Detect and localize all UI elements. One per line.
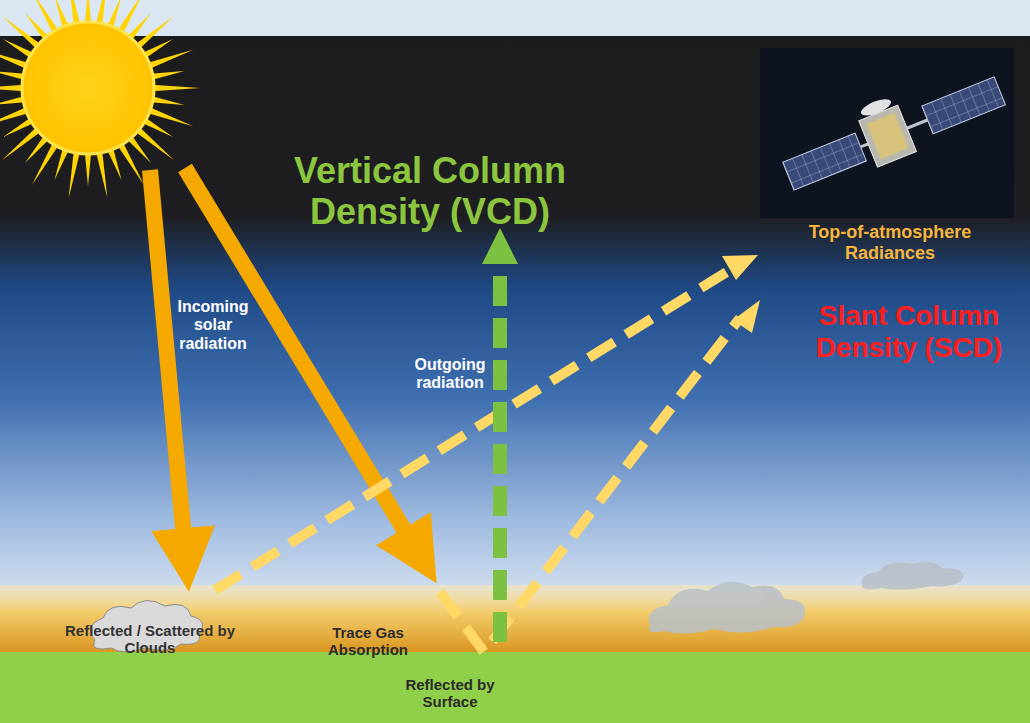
sun-ray (147, 50, 193, 69)
sun-ray (85, 0, 91, 24)
scd-label: Slant Column Density (SCD) (794, 300, 1024, 364)
sun (22, 22, 154, 154)
sun-rays (0, 0, 200, 198)
cloud-label: Reflected / Scattered by Clouds (62, 622, 238, 657)
sun-ray (150, 71, 184, 80)
absorption-label: Trace Gas Absorption (318, 624, 418, 659)
vcd-arrow (493, 262, 507, 642)
vcd-arrowhead (482, 228, 518, 264)
sun-ray (0, 85, 24, 91)
sun-ray (85, 152, 91, 186)
sun-ray (150, 96, 184, 105)
sun-ray (2, 127, 41, 160)
outgoing-arrowheads (722, 255, 760, 333)
sun-ray (117, 0, 144, 34)
incoming-label: Incoming solar radiation (172, 298, 254, 353)
ground-surface (0, 652, 1030, 723)
sun-ray (135, 16, 174, 49)
sun-ray (2, 16, 41, 49)
outgoing-arrows (215, 270, 740, 652)
toa-label: Top-of-atmosphere Radiances (792, 222, 988, 263)
sun-ray (135, 127, 174, 160)
sun-ray (152, 85, 200, 91)
sun-ray (69, 150, 81, 198)
sun-ray (96, 150, 108, 198)
clouds-distant (649, 562, 964, 634)
outgoing-label: Outgoing radiation (408, 356, 492, 393)
vcd-title: Vertical Column Density (VCD) (250, 150, 610, 233)
sun-ray (32, 0, 59, 34)
satellite-photo (760, 48, 1014, 218)
sun-ray (147, 107, 193, 126)
surface-label: Reflected by Surface (398, 676, 502, 711)
sun-ray (117, 142, 144, 185)
